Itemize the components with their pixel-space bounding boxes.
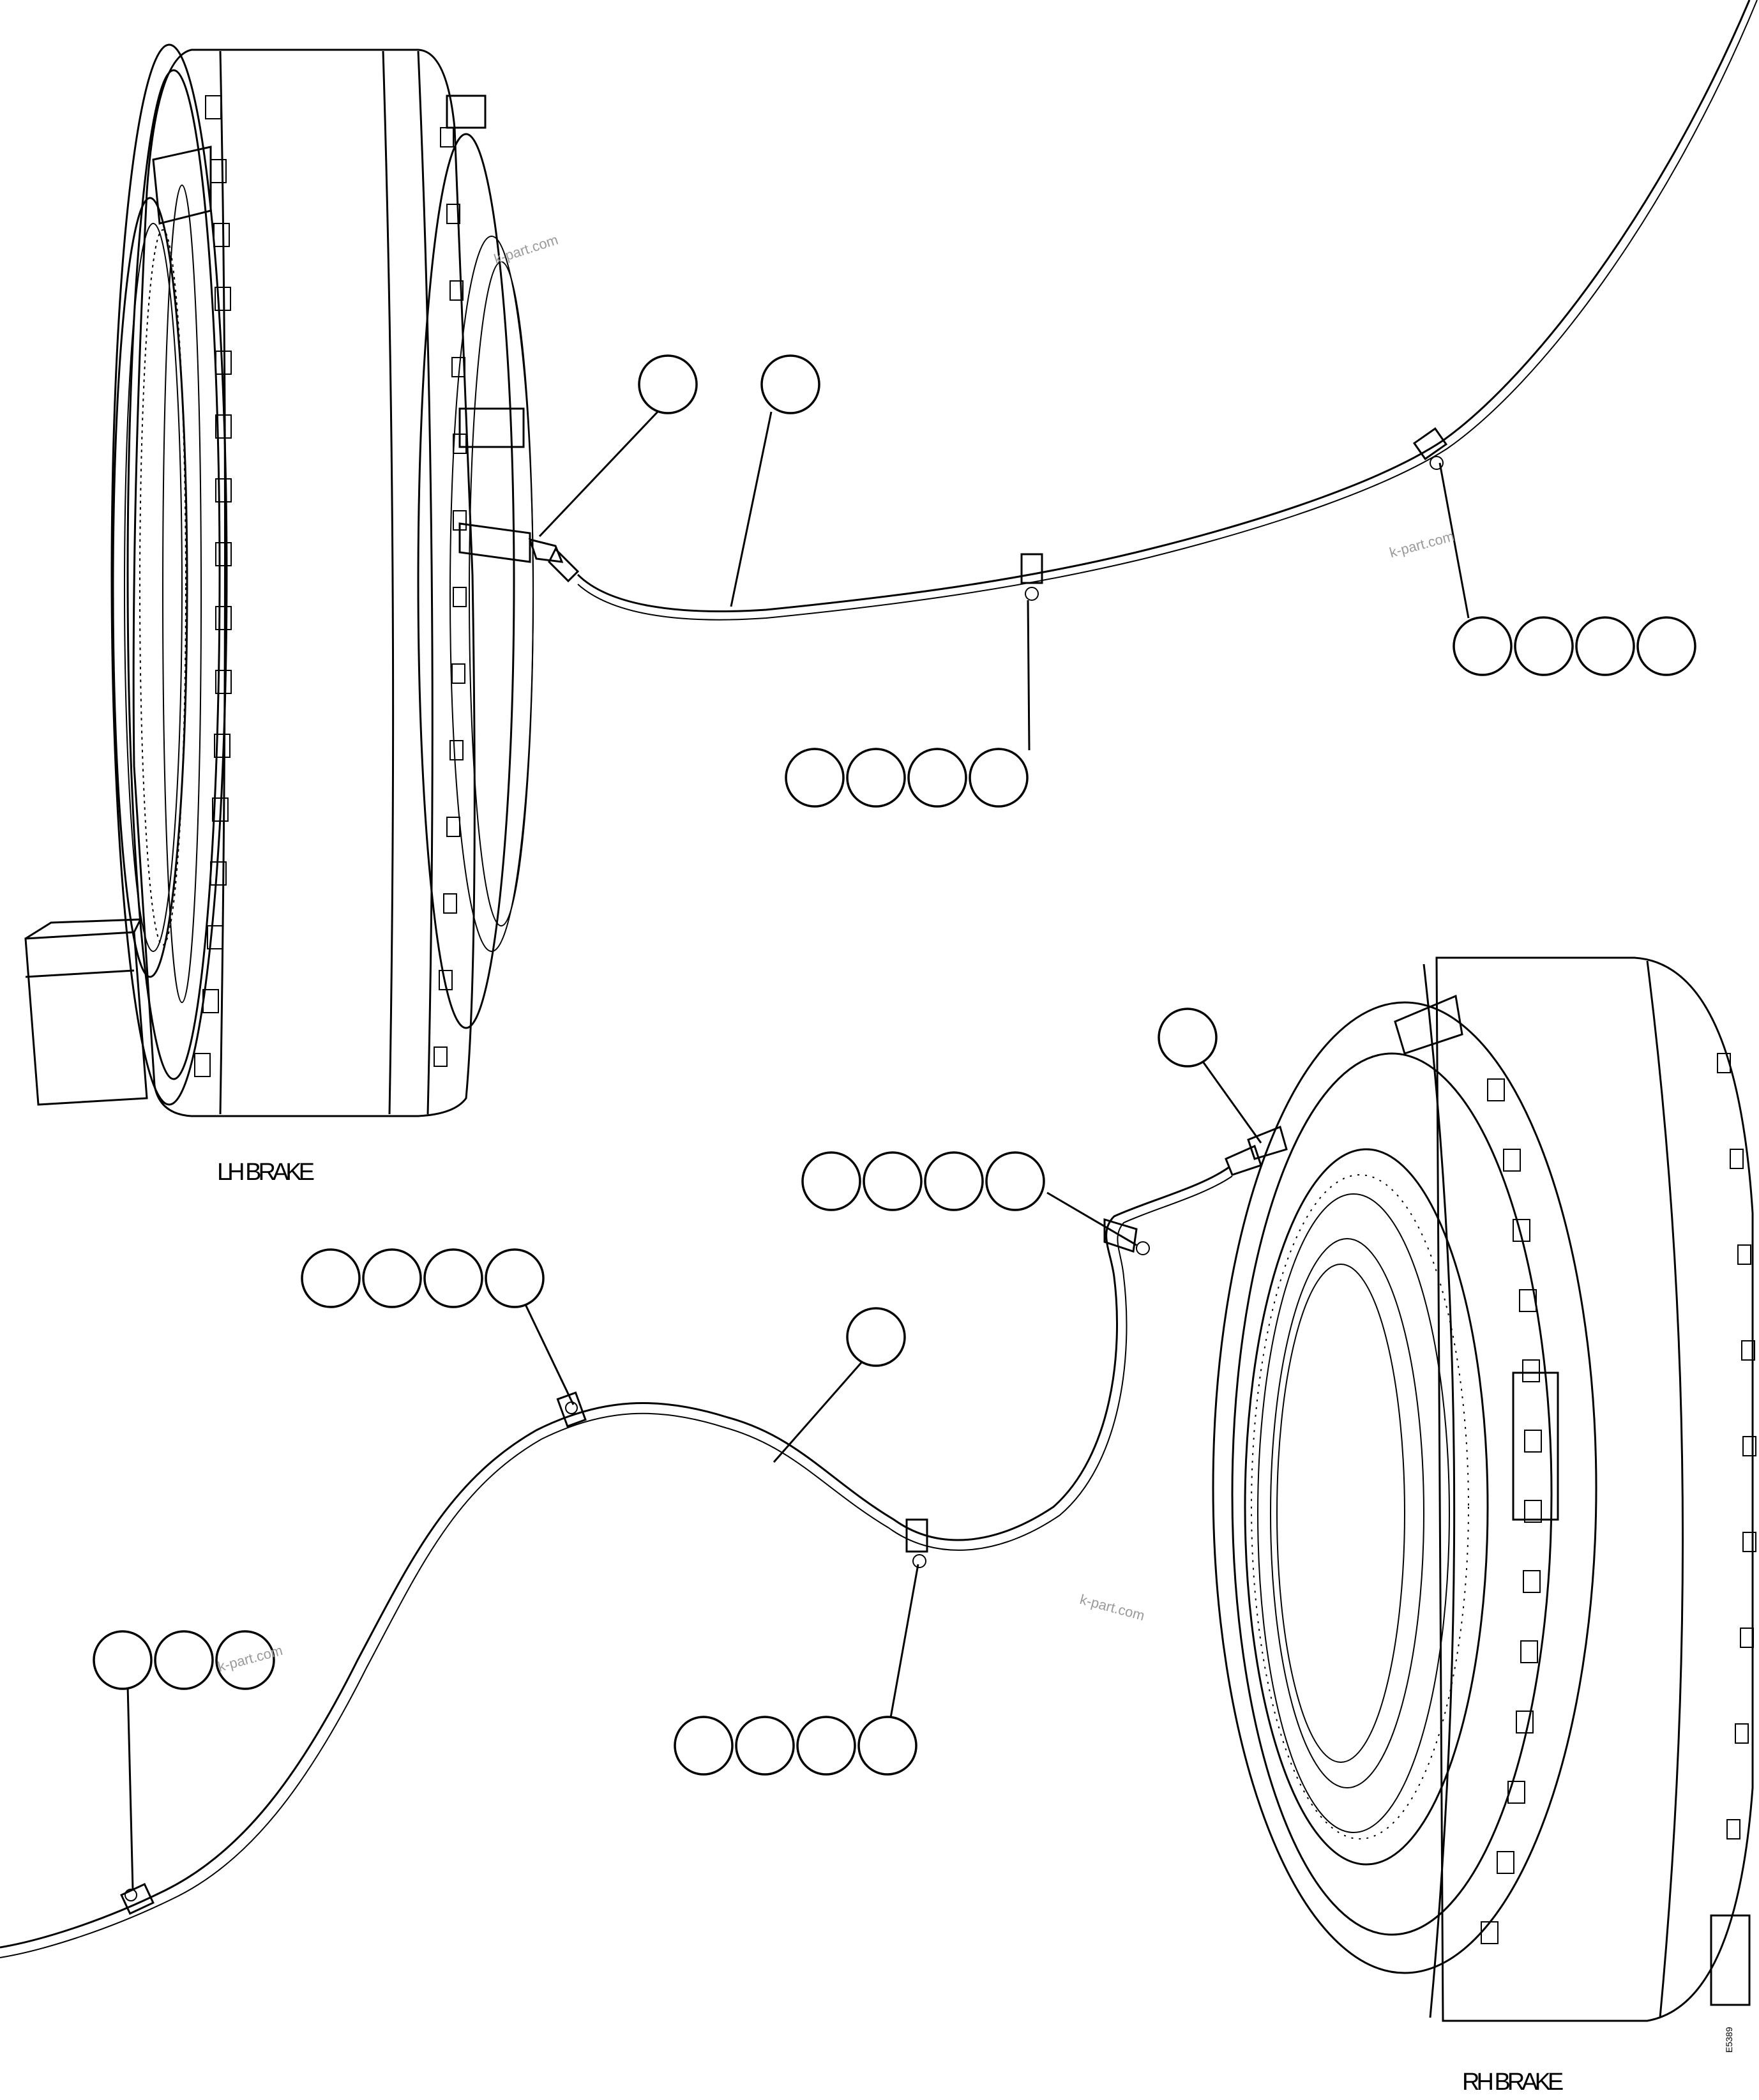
callout-group-lh-hose-clamp-1: [785, 748, 1029, 808]
drawing-code: E5389: [1724, 2027, 1734, 2053]
callout-bubble: [215, 1630, 275, 1690]
callout-group-rh-hose-fitting: [1158, 1008, 1218, 1068]
callout-group-rh-hose-clamp-4: [93, 1630, 275, 1690]
callout-bubble: [760, 354, 820, 414]
rh-brake-assembly: [1212, 956, 1756, 2022]
callout-group-rh-hose-clamp-3: [301, 1248, 545, 1308]
callout-bubble: [423, 1248, 483, 1308]
rh-hose-clamp-3: [556, 1391, 587, 1428]
callout-bubble: [674, 1716, 734, 1776]
callout-bubble: [1514, 616, 1574, 676]
lh-hose-clamp-2: [1412, 427, 1448, 470]
callout-group-lh-hose-clamp-2: [1453, 616, 1696, 676]
callout-bubble: [154, 1630, 214, 1690]
lh-hose-clamp-1: [1020, 553, 1043, 601]
lh-brake-label: LH BRAKE: [217, 1159, 315, 1186]
callout-group-rh-hose-clamp-1: [801, 1151, 1045, 1211]
callout-bubble: [638, 354, 698, 414]
rh-hose-clamp-1: [1103, 1218, 1150, 1255]
callout-bubble: [785, 748, 845, 808]
callout-bubble: [93, 1630, 153, 1690]
callout-bubble: [301, 1248, 361, 1308]
lh-brake-hose: [577, 0, 1751, 613]
callout-bubble: [1453, 616, 1513, 676]
rh-flange-bolts: [1481, 1078, 1542, 1944]
callout-bubble: [985, 1151, 1045, 1211]
callout-bubble: [796, 1716, 856, 1776]
callout-group-lh-brake-hose: [760, 354, 820, 414]
callout-bubble: [846, 748, 906, 808]
callout-bubble: [924, 1151, 984, 1211]
callout-bubble: [1575, 616, 1635, 676]
callout-group-rh-brake-hose: [846, 1307, 906, 1367]
callout-bubble: [362, 1248, 422, 1308]
callout-bubble: [857, 1716, 917, 1776]
lh-hose-fitting: [528, 538, 580, 583]
rh-brake-hose: [0, 1166, 1230, 1949]
callout-bubble: [485, 1248, 545, 1308]
rh-brake-label: RH BRAKE: [1462, 2069, 1564, 2096]
callout-bubble: [801, 1151, 861, 1211]
rh-rear-bolts: [1717, 1053, 1756, 1839]
lh-flange-bolts: [194, 95, 232, 1077]
callout-bubble: [735, 1716, 795, 1776]
callout-bubble: [969, 748, 1029, 808]
callout-bubble: [1636, 616, 1696, 676]
callout-bubble: [907, 748, 967, 808]
rh-hose-clamp-2: [905, 1518, 928, 1568]
callout-bubble: [863, 1151, 923, 1211]
callout-leaders: [126, 411, 1470, 1891]
callout-bubble: [1158, 1008, 1218, 1068]
callout-group-rh-hose-clamp-2: [674, 1716, 917, 1776]
lh-brake-assembly: [24, 43, 534, 1117]
callout-group-lh-hose-fitting: [638, 354, 698, 414]
callout-bubble: [846, 1307, 906, 1367]
rh-hose-fitting: [1225, 1125, 1288, 1176]
